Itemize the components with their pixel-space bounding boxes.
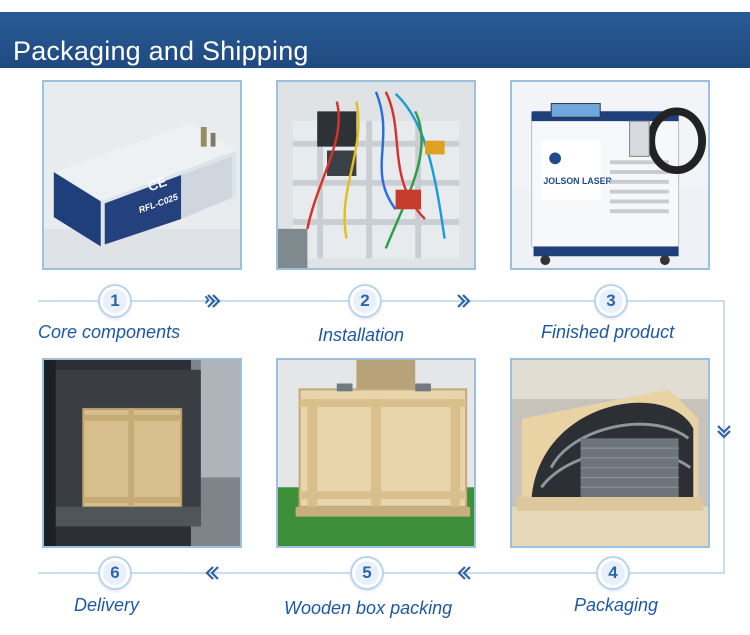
page-title: Packaging and Shipping bbox=[13, 36, 309, 66]
arrow-right-icon bbox=[207, 294, 221, 308]
arrow-down-icon bbox=[717, 425, 731, 439]
photo-wooden-box-packing bbox=[276, 358, 476, 548]
step-label-4: Packaging bbox=[574, 595, 659, 615]
svg-text:JOLSON LASER: JOLSON LASER bbox=[543, 176, 612, 186]
step-number-2: 2 bbox=[350, 286, 380, 316]
arrow-right-icon bbox=[457, 294, 471, 308]
photo-finished-product: JOLSON LASER bbox=[510, 80, 710, 270]
step-label-1: Core components bbox=[38, 322, 181, 342]
arrow-left-icon bbox=[205, 566, 219, 580]
step-label-6: Delivery bbox=[74, 595, 140, 615]
step-number-5: 5 bbox=[352, 558, 382, 588]
step-number-4: 4 bbox=[598, 558, 628, 588]
header-banner: Packaging and Shipping bbox=[0, 12, 750, 68]
photo-core-components: RFL-C025 CE bbox=[42, 80, 242, 270]
arrow-right-icon: › bbox=[204, 289, 210, 309]
step-number-6: 6 bbox=[100, 558, 130, 588]
top-margin bbox=[0, 0, 750, 12]
step-number-3: 3 bbox=[596, 286, 626, 316]
step-label-3: Finished product bbox=[541, 322, 675, 342]
photo-installation bbox=[276, 80, 476, 270]
step-label-2: Installation bbox=[318, 325, 405, 345]
photo-delivery bbox=[42, 358, 242, 548]
arrow-left-icon bbox=[457, 566, 471, 580]
step-label-5: Wooden box packing bbox=[284, 598, 453, 618]
photo-packaging bbox=[510, 358, 710, 548]
step-number-1: 1 bbox=[100, 286, 130, 316]
svg-text:CE: CE bbox=[146, 174, 169, 195]
